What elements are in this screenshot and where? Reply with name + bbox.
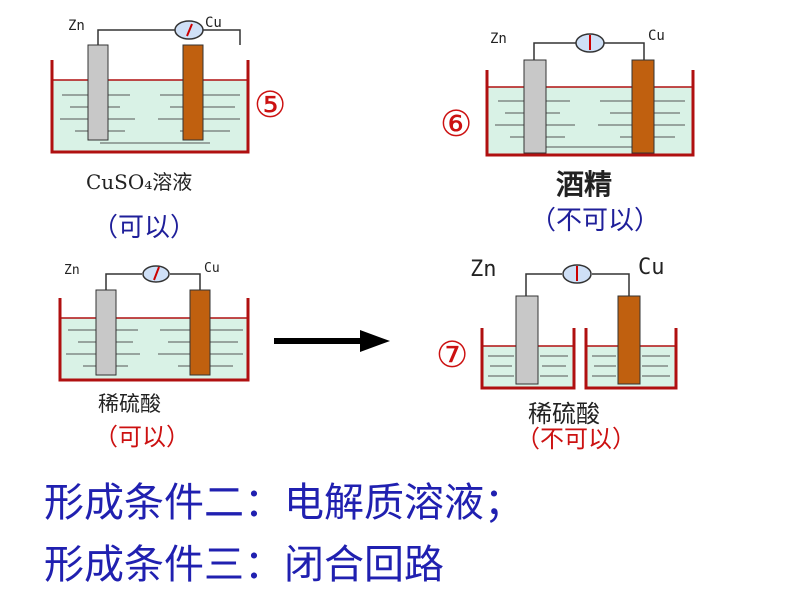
- beaker: [58, 298, 250, 382]
- copper-label: Cu: [638, 255, 665, 280]
- zinc-label: Zn: [470, 257, 497, 282]
- beaker: [50, 60, 250, 154]
- wire: [592, 273, 630, 296]
- galvanic-cell-6: Zn Cu: [485, 28, 695, 157]
- solution: [487, 87, 693, 155]
- beaker: [584, 328, 678, 390]
- copper-label: Cu: [204, 261, 220, 276]
- solution: [52, 80, 248, 152]
- wire: [170, 273, 201, 290]
- galvanic-cell-7: Zn Cu: [470, 255, 678, 390]
- zinc-electrode: [515, 295, 539, 385]
- result-label: （不可以）: [530, 206, 661, 236]
- beaker: [485, 70, 695, 157]
- condition-three-text: 形成条件三：闭合回路: [44, 542, 444, 588]
- cell-number-badge: ⑥: [440, 104, 473, 145]
- zinc-electrode: [523, 59, 547, 154]
- zinc-electrode: [95, 289, 117, 376]
- result-label: （可以）: [94, 423, 190, 451]
- arrow-right-icon: [274, 330, 390, 352]
- result-label: （可以）: [92, 213, 197, 243]
- solution-label: CuSO₄溶液: [86, 170, 193, 194]
- wire: [105, 273, 142, 290]
- solution: [60, 318, 248, 380]
- zinc-electrode: [87, 44, 109, 141]
- zinc-label: Zn: [490, 31, 507, 47]
- cell-number-badge: ⑤: [254, 85, 287, 126]
- copper-label: Cu: [648, 28, 665, 44]
- galvanic-cell-acid: Zn Cu: [58, 261, 250, 382]
- galvanometer-needle: [153, 266, 160, 281]
- solution-label: 酒精: [556, 168, 613, 201]
- copper-label: Cu: [205, 15, 222, 31]
- copper-electrode: [189, 289, 211, 376]
- wire: [525, 273, 562, 296]
- wire: [604, 42, 645, 60]
- cell-number-badge: ⑦: [436, 335, 469, 376]
- galvanic-cell-5: Zn Cu: [50, 15, 250, 154]
- wire: [533, 42, 576, 60]
- zinc-label: Zn: [64, 263, 80, 278]
- result-label: （不可以）: [516, 425, 636, 453]
- solution-label: 稀硫酸: [528, 400, 600, 428]
- wire: [97, 29, 175, 45]
- copper-electrode: [617, 295, 641, 385]
- beaker: [480, 328, 576, 390]
- galvanometer-needle: [186, 23, 193, 37]
- solution-label: 稀硫酸: [98, 392, 161, 416]
- zinc-label: Zn: [68, 18, 85, 34]
- copper-electrode: [631, 59, 655, 154]
- copper-electrode: [182, 44, 204, 141]
- condition-two-text: 形成条件二：电解质溶液；: [44, 480, 524, 526]
